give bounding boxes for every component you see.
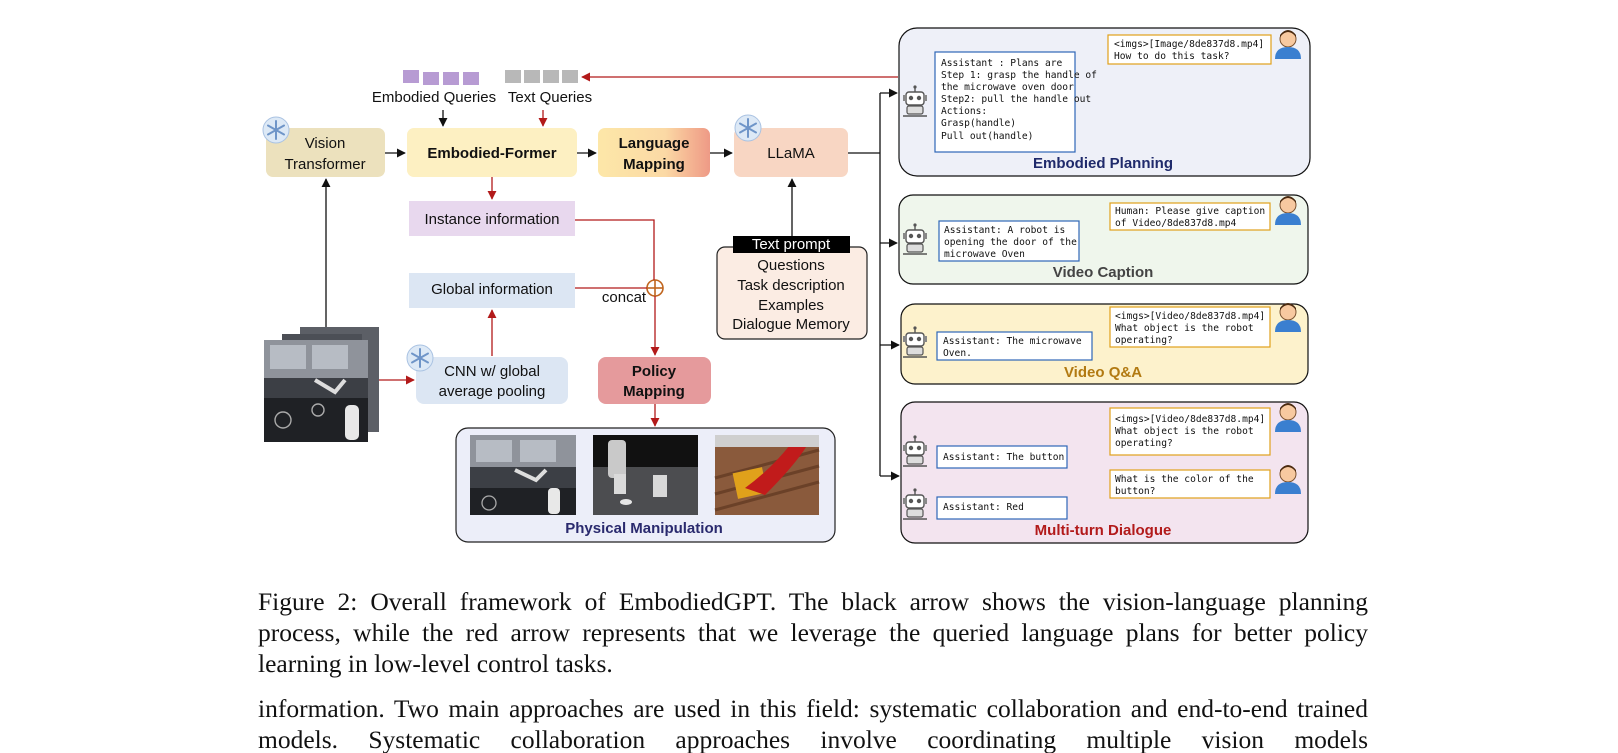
llama-block [734,128,848,177]
embodied-planning-title: Embodied Planning [1033,155,1173,172]
assistant-bubble [938,220,1080,262]
human-message: <imgs>[Video/8de837d8.mp4] What object i… [1115,311,1271,346]
text-prompt-item: Questions [757,257,825,274]
assistant-message: Assistant : Plans are Step 1: grasp the … [941,58,1103,142]
human-bubble [1109,306,1271,348]
text-prompt-header-bg [733,236,850,253]
policy-mapping-label-line2: Mapping [623,383,685,400]
assistant-bubble [936,331,1093,361]
embodied-former-block [407,128,577,177]
global-information-label: Global information [431,281,553,298]
body-paragraph: information. Two main approaches are use… [258,694,1368,753]
vision-transformer-block [266,128,385,177]
text-prompt-header: Text prompt [752,236,831,253]
cnn-block [416,357,568,404]
text-prompt-item: Dialogue Memory [732,316,850,333]
human-bubble [1109,469,1271,499]
physical-manipulation-label: Physical Manipulation [565,520,723,537]
assistant-bubble [934,51,1076,153]
manipulation-scene-2 [593,435,698,515]
video-caption-title: Video Caption [1053,264,1154,281]
language-mapping-label-line2: Mapping [623,156,685,173]
policy-mapping-block [598,357,711,404]
instance-information-label: Instance information [424,211,559,228]
frozen-snowflake-icon [406,344,434,372]
vision-transformer-label-line2: Transformer [284,156,365,173]
text-prompt-item: Task description [737,277,845,294]
text-prompt-item: Examples [758,297,824,314]
llama-label: LLaMA [767,145,815,162]
manipulation-scene-1 [470,435,576,515]
assistant-bubble [936,445,1068,469]
text-queries-label: Text Queries [508,89,592,106]
framework-diagram: Embodied Queries Text Queries Vision Tra… [262,27,1311,544]
multi-turn-dialogue-title: Multi-turn Dialogue [1035,522,1172,539]
language-mapping-label-line1: Language [619,135,690,152]
frozen-snowflake-icon [262,116,290,144]
assistant-message: Assistant: The microwave Oven. [943,336,1087,359]
embodied-queries-label: Embodied Queries [372,89,496,106]
human-message: What is the color of the button? [1115,474,1259,497]
human-message: Human: Please give caption of Video/8de8… [1115,206,1271,229]
policy-mapping-label-line1: Policy [632,363,677,380]
cnn-label-line1: CNN w/ global [444,363,540,380]
instance-information-block [409,201,575,236]
assistant-message: Assistant: A robot is opening the door o… [944,225,1083,260]
concat-label: concat [602,289,647,306]
human-message: <imgs>[Video/8de837d8.mp4] What object i… [1115,414,1271,449]
frozen-snowflake-icon [734,114,762,142]
vision-transformer-label-line1: Vision [305,135,346,152]
red-arrows [379,72,898,427]
global-information-block [409,273,575,308]
black-arrows [321,88,900,481]
human-bubble [1109,407,1271,456]
language-mapping-block [598,128,710,177]
embodied-query-tokens [403,70,479,85]
video-qa-title: Video Q&A [1064,364,1142,381]
human-bubble [1107,34,1272,65]
input-video-frames [264,327,379,442]
assistant-message: Assistant: The button [943,452,1064,463]
manipulation-scene-3 [714,435,820,515]
assistant-bubble [936,496,1068,520]
human-message: <imgs>[Image/8de837d8.mp4] How to do thi… [1114,39,1270,62]
text-query-tokens [505,70,578,83]
human-bubble [1109,202,1271,231]
figure-caption: Figure 2: Overall framework of EmbodiedG… [258,587,1368,678]
embodied-former-label: Embodied-Former [427,145,556,162]
cnn-label-line2: average pooling [439,383,546,400]
assistant-message: Assistant: Red [943,502,1024,513]
